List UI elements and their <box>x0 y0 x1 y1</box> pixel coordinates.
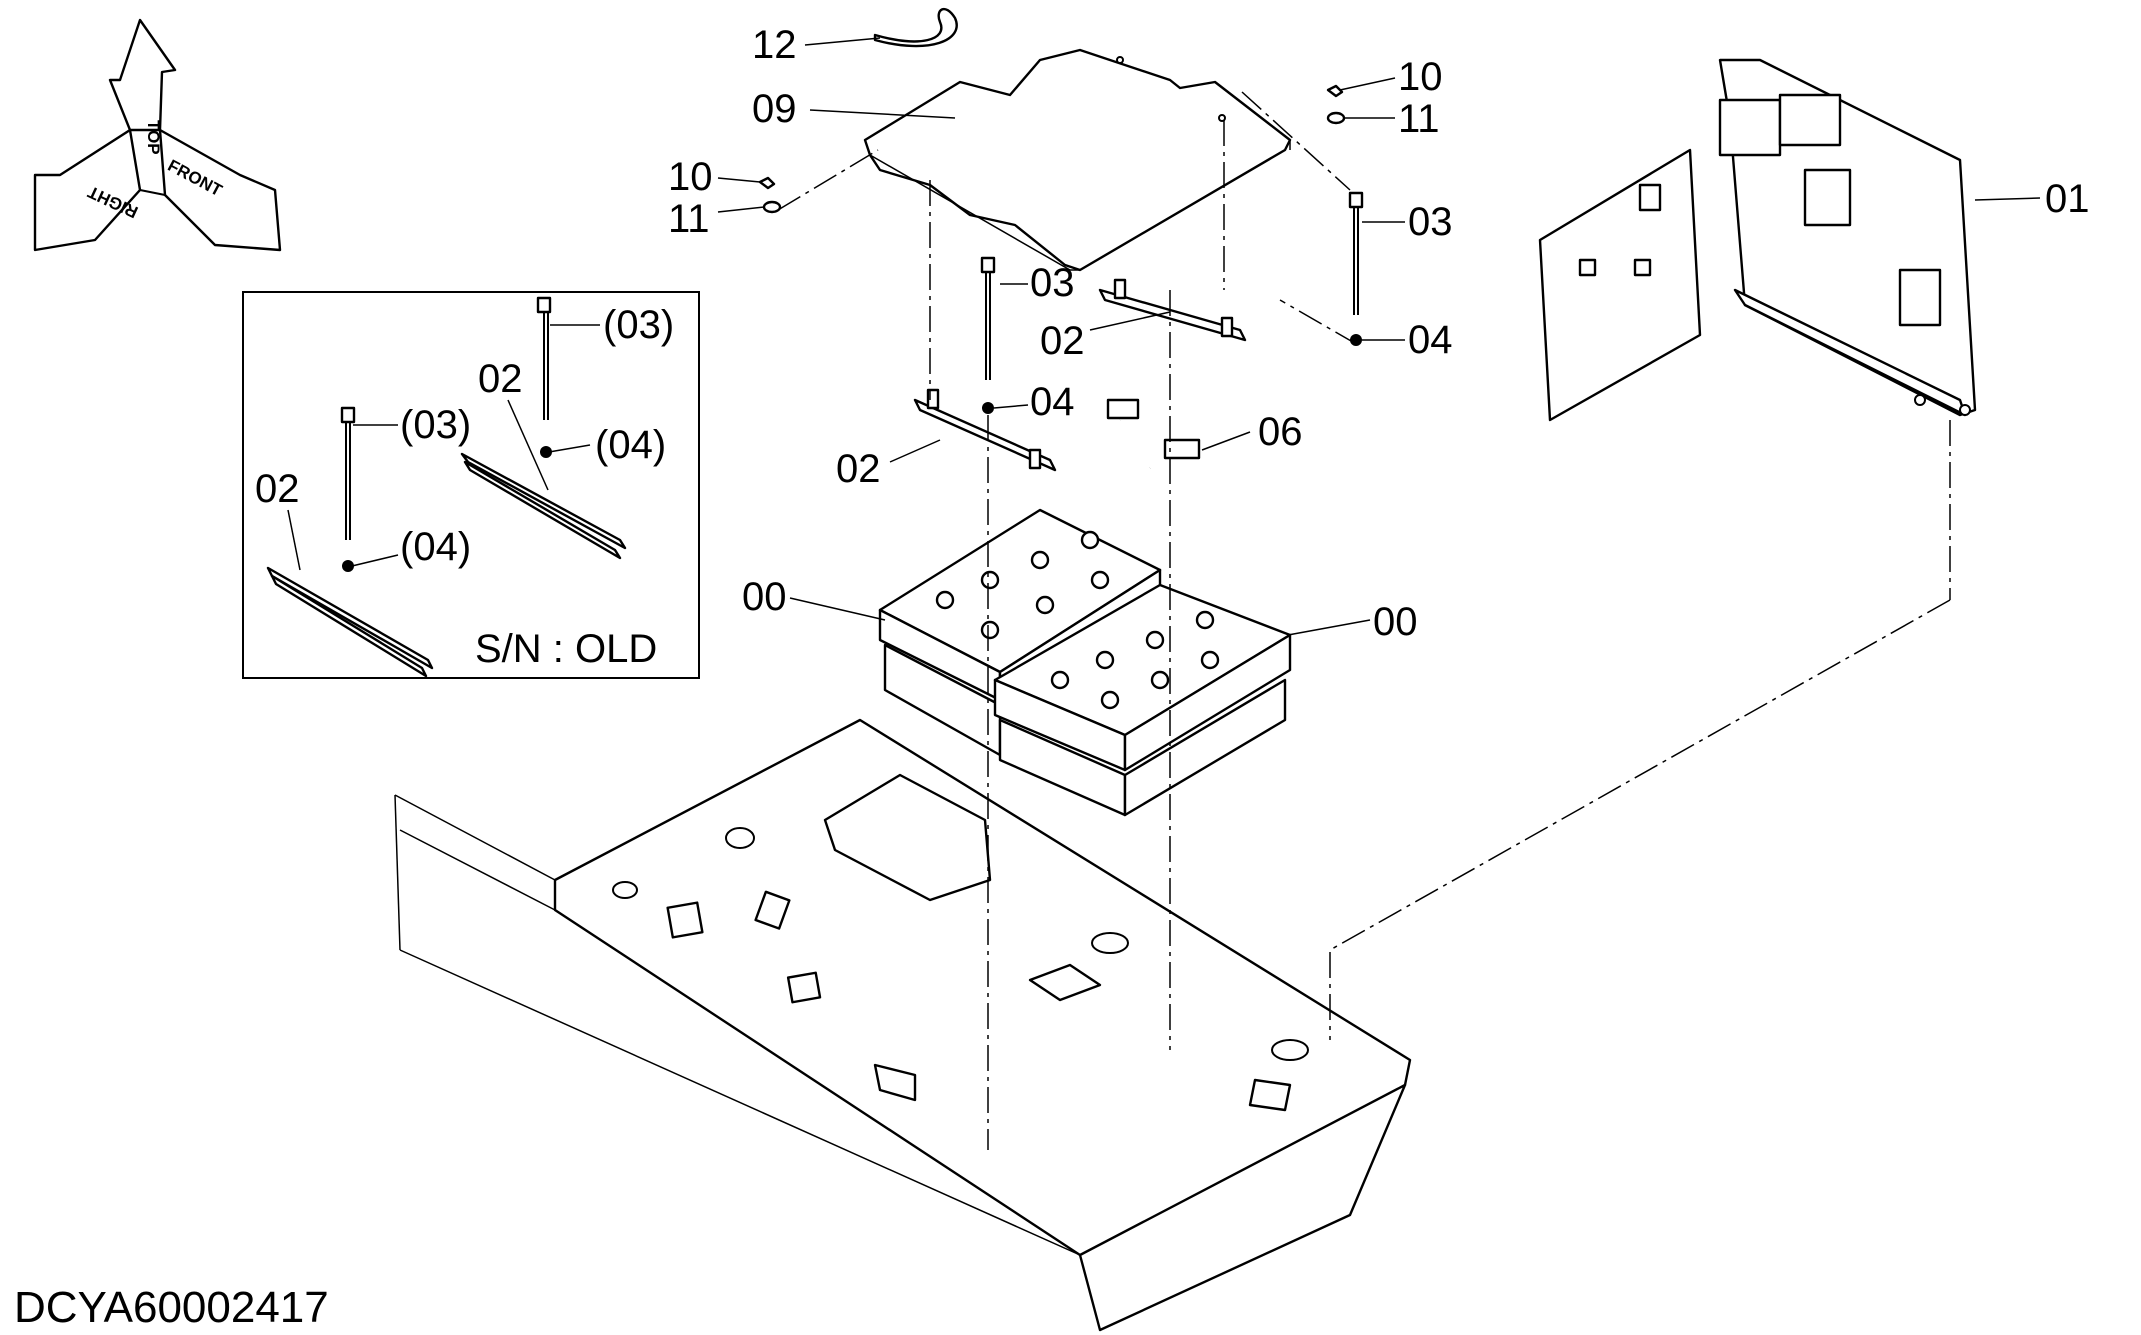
callout-12: 12 <box>752 23 797 67</box>
inset-old-serial: (03) (03) 02 02 (04) (04) S/N : OLD <box>242 291 700 679</box>
wire-harness-06 <box>1060 398 1201 497</box>
callout-01: 01 <box>2045 177 2090 221</box>
hold-down-bar-lower <box>913 388 1057 472</box>
callout-06: 06 <box>1258 410 1303 454</box>
top-label: TOP <box>144 120 163 155</box>
orientation-indicator: TOP RIGHT FRONT <box>33 18 282 252</box>
callout-10-right: 10 <box>1398 55 1443 99</box>
callout-inset-02a: 02 <box>478 357 523 401</box>
callout-11-right: 11 <box>1398 97 1440 141</box>
callout-03-right: 03 <box>1408 200 1453 244</box>
inset-bolt-left <box>340 406 356 572</box>
callouts: 12 09 10 11 10 11 03 03 02 02 04 04 06 0… <box>668 23 2090 644</box>
assembly-lines <box>777 91 1951 1150</box>
callout-inset-04a: (04) <box>595 423 666 467</box>
inset-rail-left <box>266 566 434 670</box>
callout-inset-04b: (04) <box>400 525 471 569</box>
callout-02-lower: 02 <box>836 447 881 491</box>
upper-frame <box>394 718 1412 1332</box>
leader-lines <box>717 37 2041 636</box>
callout-inset-03a: (03) <box>603 303 674 347</box>
bolt-03-left <box>980 256 996 414</box>
electrical-box-01 <box>1538 58 1977 422</box>
hold-down-bar-upper <box>1098 278 1247 342</box>
callout-00-right: 00 <box>1373 600 1418 644</box>
callout-inset-03b: (03) <box>400 403 471 447</box>
battery-cover <box>863 48 1292 272</box>
callout-09: 09 <box>752 87 797 131</box>
callout-11-left: 11 <box>668 197 710 241</box>
callout-04-right: 04 <box>1408 318 1453 362</box>
drawing-code: DCYA60002417 <box>14 1283 329 1332</box>
callout-02-upper: 02 <box>1040 319 1085 363</box>
bolt-03-right <box>1348 191 1364 346</box>
inset-frame <box>242 291 700 679</box>
battery-right <box>993 583 1292 817</box>
callout-inset-02b: 02 <box>255 467 300 511</box>
inset-rail-right <box>460 452 627 550</box>
nut-washer-right <box>1326 84 1346 125</box>
callout-10-left: 10 <box>668 155 713 199</box>
callout-04-left: 04 <box>1030 380 1075 424</box>
cable-12 <box>873 7 958 48</box>
inset-bolt-right <box>536 296 552 458</box>
callout-03-left: 03 <box>1030 261 1075 305</box>
callout-00-left: 00 <box>742 575 787 619</box>
inset-note: S/N : OLD <box>475 627 657 671</box>
